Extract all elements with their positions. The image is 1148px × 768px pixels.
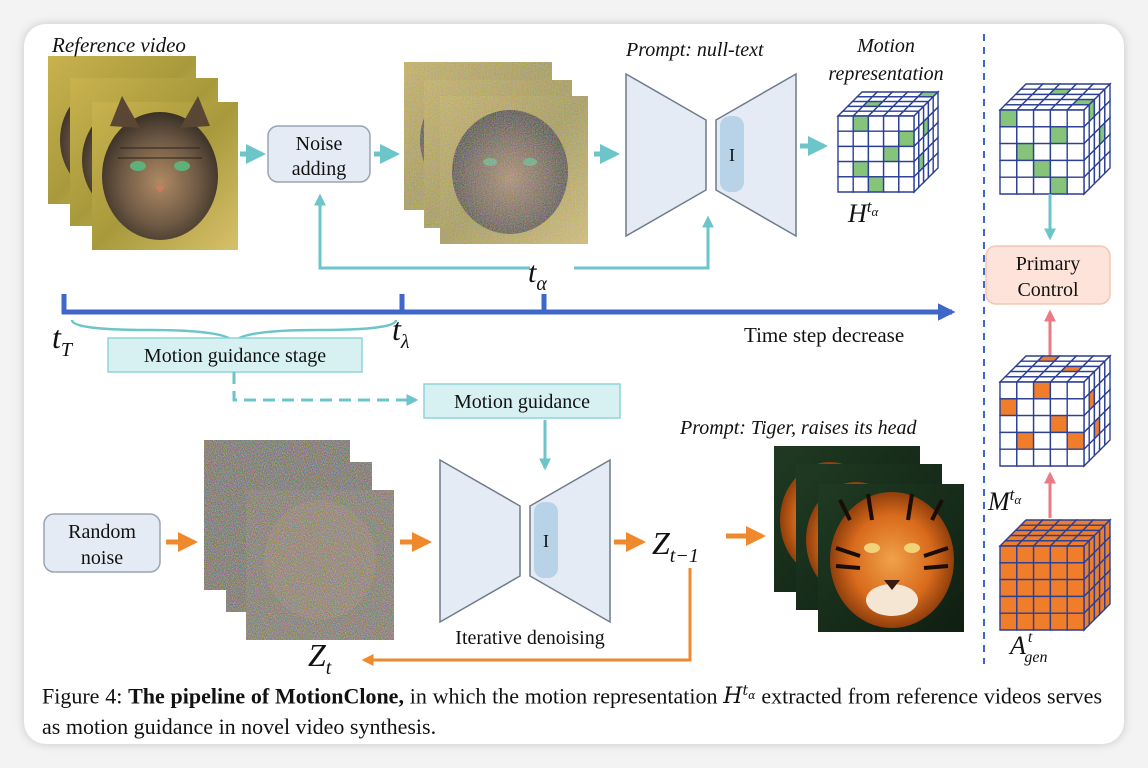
dashed-stage-arrow xyxy=(232,372,419,406)
unet-bottom-letter: I xyxy=(543,531,549,551)
reference-video-stack: Reference video xyxy=(48,33,238,250)
iteration-loop-arrow xyxy=(361,568,692,666)
noisy-video-stack xyxy=(404,62,588,244)
unet-bottom: I Iterative denoising xyxy=(439,458,611,649)
cat-frame-front xyxy=(92,96,238,250)
caption-prefix: Figure 4: xyxy=(42,683,129,709)
noisy-cat-frame-front xyxy=(440,96,588,244)
output-video-stack xyxy=(774,446,964,632)
tiger-frame-front xyxy=(818,484,964,632)
noisy-tiger-frame-front xyxy=(246,490,394,640)
noise-adding-label-2: adding xyxy=(292,158,346,180)
h-t-alpha-label: Htα xyxy=(847,197,880,228)
noisy-latent-stack xyxy=(204,440,394,640)
t-alpha-label: tα xyxy=(528,256,547,295)
caption-symbol: Htα xyxy=(723,683,756,710)
noise-adding-box: Noise adding xyxy=(267,125,371,183)
primary-control-label-2: Control xyxy=(1017,279,1079,301)
z-t-minus-1-label: Zt−1 xyxy=(652,525,699,567)
motion-rep-label-1: Motion xyxy=(856,35,915,57)
m-t-alpha-label: Mtα xyxy=(987,485,1022,516)
prompt-tiger-label: Prompt: Tiger, raises its head xyxy=(679,417,917,439)
motion-rep-label-2: representation xyxy=(828,63,943,85)
t-lambda-label: tλ xyxy=(392,311,410,353)
noise-adding-label-1: Noise xyxy=(296,133,343,155)
caption-bold: The pipeline of MotionClone, xyxy=(128,683,404,709)
figure-caption: Figure 4: The pipeline of MotionClone, i… xyxy=(42,676,1102,742)
time-step-label: Time step decrease xyxy=(744,323,904,347)
t-T-label: tT xyxy=(52,319,74,361)
iterative-denoising-label: Iterative denoising xyxy=(455,627,604,649)
z-t-label: Zt xyxy=(308,637,332,679)
random-noise-label-1: Random xyxy=(68,521,136,543)
motion-representation-cube xyxy=(836,90,940,194)
reference-video-label: Reference video xyxy=(51,33,186,57)
motion-guidance-label: Motion guidance xyxy=(454,391,590,413)
primary-control-box: Primary Control xyxy=(985,245,1111,305)
unet-top: I Prompt: null-text xyxy=(625,39,797,238)
right-masked-cube xyxy=(998,354,1112,468)
motion-guidance-stage-box: Motion guidance stage xyxy=(107,337,363,373)
motion-guidance-box: Motion guidance xyxy=(423,383,621,419)
right-top-cube xyxy=(998,82,1112,196)
caption-rest-2: extracted from reference videos serves a… xyxy=(42,683,1103,740)
unet-top-letter: I xyxy=(729,145,735,165)
caption-rest-1: in which the motion representation xyxy=(403,683,724,709)
right-full-cube xyxy=(998,518,1112,632)
timeline: tT tλ Time step decrease xyxy=(52,294,956,361)
random-noise-box: Random noise xyxy=(43,513,161,573)
prompt-null-label: Prompt: null-text xyxy=(625,39,764,61)
motion-guidance-stage-label: Motion guidance stage xyxy=(144,345,326,367)
primary-control-label-1: Primary xyxy=(1016,253,1080,275)
random-noise-label-2: noise xyxy=(81,547,123,569)
t-alpha-feedback: tα xyxy=(314,193,714,295)
